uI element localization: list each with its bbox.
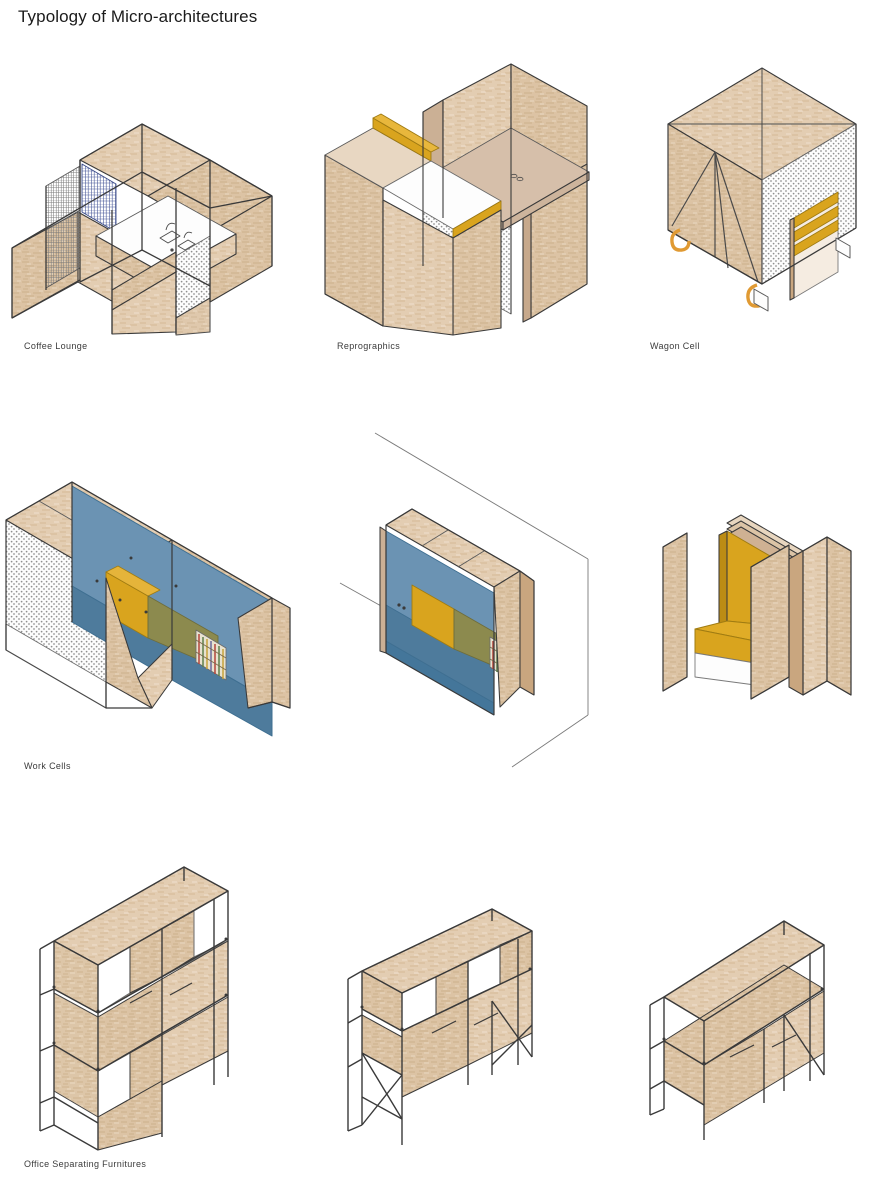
- figure-caption-wagon-cell: Wagon Cell: [650, 341, 700, 351]
- door-handle-icon: [431, 1012, 499, 1034]
- figure-shelf-low[interactable]: [638, 905, 875, 1140]
- frame-bolts: [662, 987, 824, 1065]
- bookshelf-detail: [195, 629, 227, 681]
- hardware-markers: [397, 603, 406, 610]
- work-cells-drawing: [5, 481, 291, 737]
- figure-caption-reprographics: Reprographics: [337, 341, 401, 351]
- caster-wheel-icon: [670, 228, 851, 312]
- figure-caption-coffee-lounge: Coffee Lounge: [24, 341, 88, 351]
- hardware-markers: [95, 556, 178, 614]
- shelf-low-drawing: [649, 920, 825, 1140]
- figure-reprographics[interactable]: [315, 60, 615, 336]
- figure-shelf-mid[interactable]: [328, 905, 623, 1145]
- figure-caption-work-cells: Work Cells: [24, 761, 71, 771]
- wall-work-cell-drawing: [339, 432, 589, 768]
- figure-wagon-cell[interactable]: [632, 52, 875, 335]
- figure-shelf-tall[interactable]: [18, 845, 298, 1151]
- figure-caption-office-separating-furnitures: Office Separating Furnitures: [24, 1159, 147, 1169]
- figure-wall-work-cell[interactable]: [330, 415, 630, 775]
- shelf-mid-drawing: [347, 908, 533, 1145]
- booth-cell-drawing: [662, 514, 852, 700]
- coffee-lounge-drawing: [11, 123, 273, 336]
- shelf-tall-drawing: [39, 866, 229, 1151]
- frame-bolts: [360, 967, 532, 1031]
- figure-coffee-lounge[interactable]: [0, 60, 300, 336]
- wagon-cell-drawing: [667, 67, 857, 312]
- page-title: Typology of Micro-architectures: [18, 7, 258, 26]
- frame-bolts: [52, 937, 228, 1071]
- sink-fixture-icon: [159, 222, 196, 252]
- reprographics-drawing: [324, 63, 590, 336]
- figure-booth-cell[interactable]: [655, 505, 875, 710]
- door-handle-icon: [129, 982, 193, 1004]
- figure-work-cells[interactable]: [0, 440, 310, 740]
